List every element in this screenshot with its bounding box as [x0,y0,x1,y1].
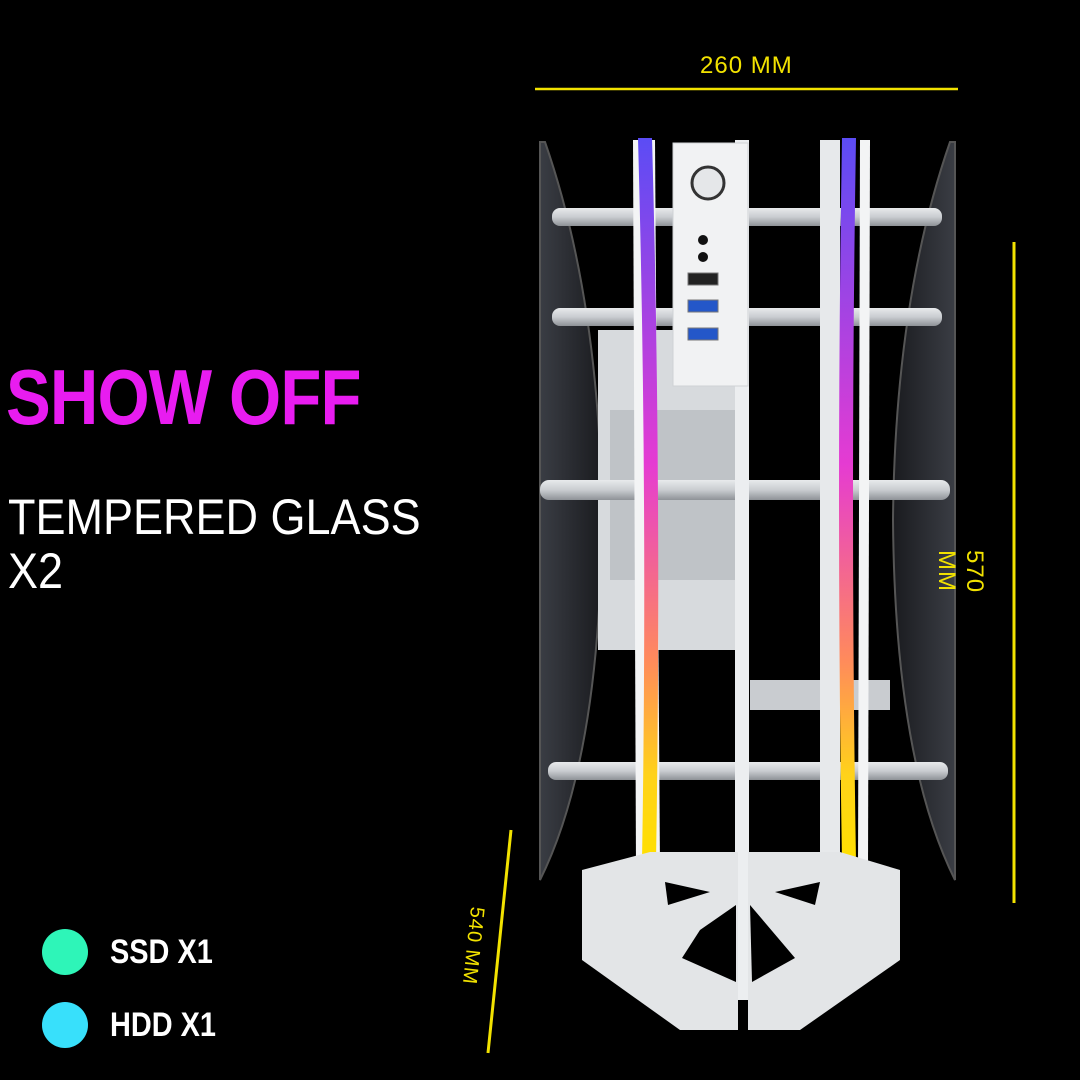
feature-hdd: HDD X1 [42,1002,235,1048]
feature-label: SSD X1 [110,932,213,971]
left-rgb-strip [638,138,659,862]
subheading: TEMPERED GLASS X2 [8,490,421,598]
case-base [582,852,900,1030]
dimension-width-label: 260 MM [700,52,793,79]
feature-ssd: SSD X1 [42,929,231,975]
hdd-dot-icon [42,1002,88,1048]
subheading-line2: X2 [8,543,64,599]
feature-label: HDD X1 [110,1005,216,1044]
subheading-line1: TEMPERED GLASS [8,489,421,545]
right-rgb-strip [839,138,856,862]
ssd-dot-icon [42,929,88,975]
right-glass-panel [891,141,956,881]
dimension-height-label: 570 MM [933,550,988,594]
front-io-panel [672,142,749,387]
power-button-icon [690,165,726,201]
headline: SHOW OFF [6,353,361,441]
